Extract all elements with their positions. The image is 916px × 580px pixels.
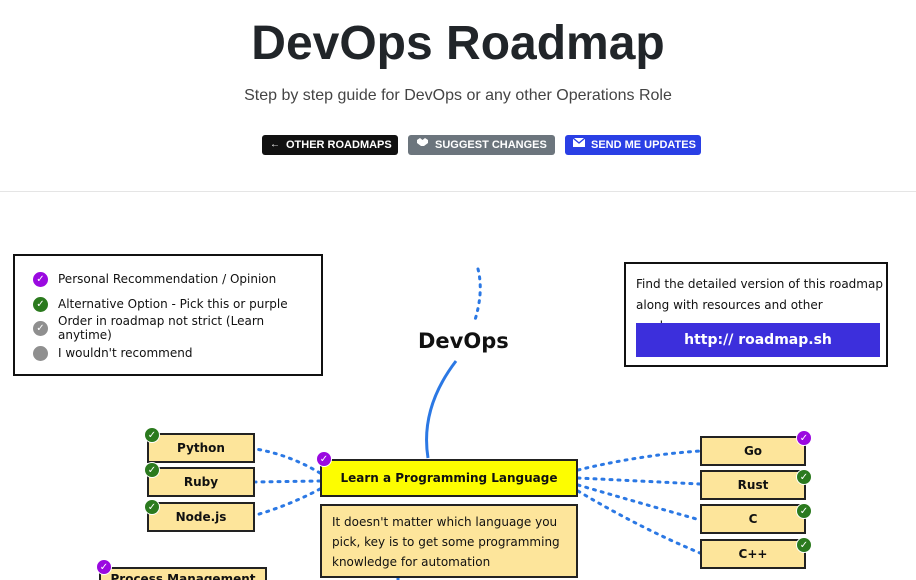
envelope-icon (572, 135, 586, 155)
legend-label: Order in roadmap not strict (Learn anyti… (58, 314, 265, 342)
main-topic-node[interactable]: Learn a Programming Language (320, 459, 578, 497)
legend-label: Alternative Option - Pick this or purple (58, 297, 288, 311)
info-box: Find the detailed version of this roadma… (624, 262, 888, 367)
check-icon: ✓ (144, 427, 160, 443)
roadmap-diagram: ✓ Personal Recommendation / Opinion ✓ Al… (0, 193, 916, 580)
other-roadmaps-label: OTHER ROADMAPS (286, 139, 392, 151)
check-icon: ✓ (796, 430, 812, 446)
check-icon: ✓ (796, 537, 812, 553)
node-rust[interactable]: Rust (700, 470, 806, 500)
legend-label: Personal Recommendation / Opinion (58, 272, 277, 286)
handshake-icon (416, 135, 429, 155)
node-ruby[interactable]: Ruby (147, 467, 255, 497)
check-icon: ✓ (33, 296, 48, 312)
roadmap-link[interactable]: http:// roadmap.sh (636, 323, 880, 357)
node-process-management[interactable]: Process Management (99, 567, 267, 580)
check-icon: ✓ (316, 451, 332, 467)
legend-item-not-recommended: I wouldn't recommend (33, 344, 192, 362)
node-python[interactable]: Python (147, 433, 255, 463)
node-c[interactable]: C (700, 504, 806, 534)
page-title: DevOps Roadmap (251, 17, 665, 70)
check-icon: ✓ (144, 462, 160, 478)
other-roadmaps-button[interactable]: ← OTHER ROADMAPS (262, 135, 398, 155)
main-topic-description: It doesn't matter which language you pic… (320, 504, 578, 578)
root-node-label: DevOps (418, 329, 509, 353)
page-header: DevOps Roadmap Step by step guide for De… (0, 0, 916, 192)
circle-icon (33, 345, 48, 361)
arrow-left-icon: ← (270, 139, 280, 150)
legend-item-alternative: ✓ Alternative Option - Pick this or purp… (33, 295, 288, 313)
node-cpp[interactable]: C++ (700, 539, 806, 569)
send-updates-label: SEND ME UPDATES (591, 139, 696, 151)
check-icon: ✓ (796, 503, 812, 519)
send-updates-button[interactable]: SEND ME UPDATES (565, 135, 701, 155)
check-icon: ✓ (796, 469, 812, 485)
node-go[interactable]: Go (700, 436, 806, 466)
suggest-changes-label: SUGGEST CHANGES (435, 139, 547, 151)
legend-label: I wouldn't recommend (58, 346, 193, 360)
header-buttons: ← OTHER ROADMAPS SUGGEST CHANGES SEND ME… (0, 135, 916, 155)
suggest-changes-button[interactable]: SUGGEST CHANGES (408, 135, 555, 155)
check-icon: ✓ (144, 499, 160, 515)
check-icon: ✓ (33, 320, 48, 336)
check-icon: ✓ (33, 271, 48, 287)
connector-lines (254, 267, 702, 580)
page-subtitle: Step by step guide for DevOps or any oth… (244, 87, 672, 104)
node-nodejs[interactable]: Node.js (147, 502, 255, 532)
legend-item-recommendation: ✓ Personal Recommendation / Opinion (33, 270, 276, 288)
legend-item-order: ✓ Order in roadmap not strict (Learn any… (33, 314, 321, 342)
check-icon: ✓ (96, 559, 112, 575)
legend-box: ✓ Personal Recommendation / Opinion ✓ Al… (13, 254, 323, 376)
